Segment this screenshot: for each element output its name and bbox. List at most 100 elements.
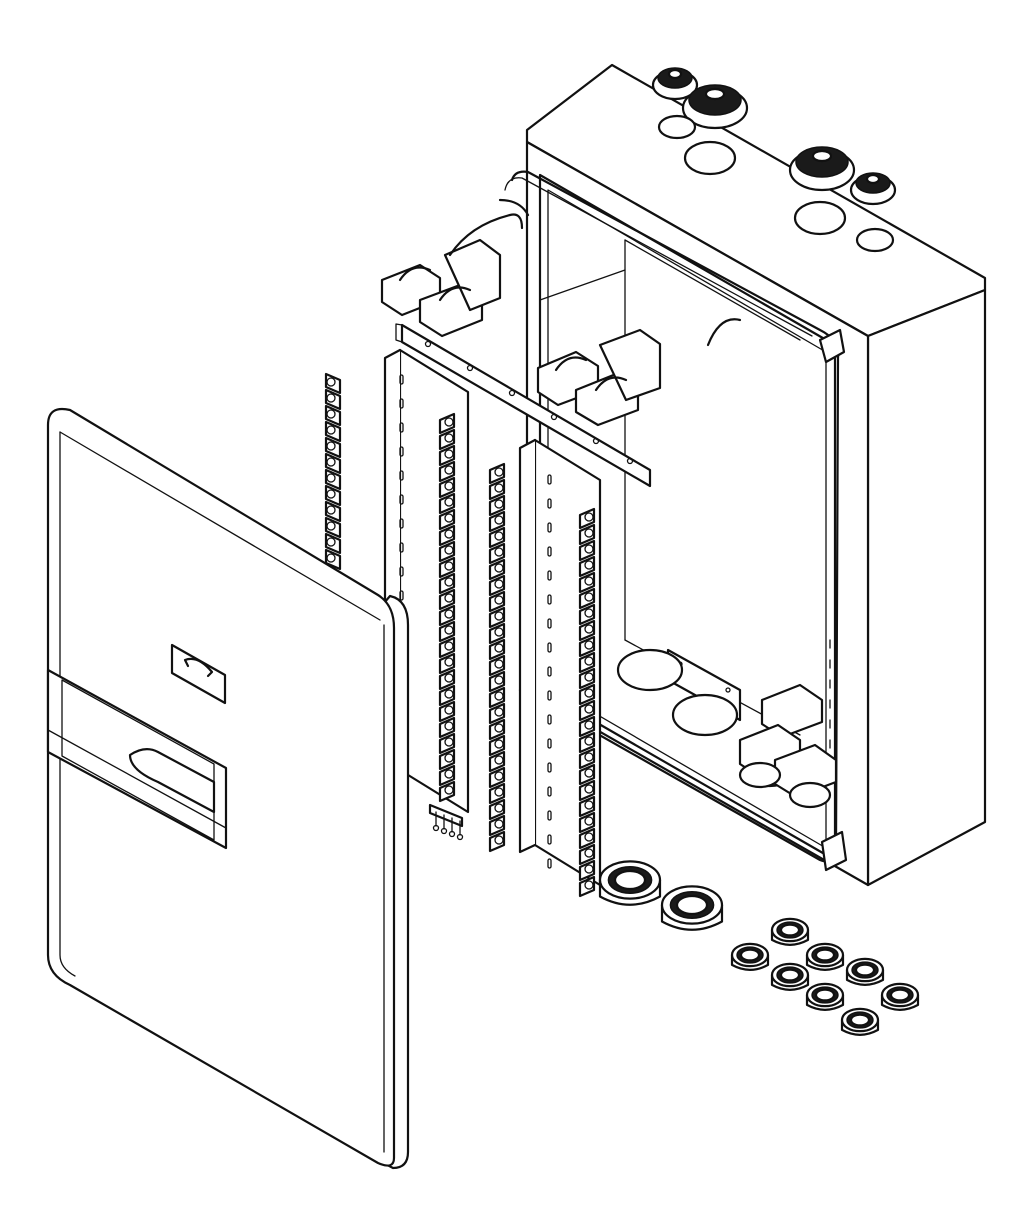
terminal-tab bbox=[578, 875, 596, 898]
terminal-tab bbox=[488, 606, 506, 629]
terminal-tab bbox=[438, 508, 456, 531]
terminal-tab bbox=[438, 668, 456, 691]
terminal-tab bbox=[488, 654, 506, 677]
terminal-tab bbox=[578, 507, 596, 530]
telephone-badge bbox=[170, 643, 227, 705]
strip-slot bbox=[399, 518, 404, 529]
terminal-tab bbox=[438, 732, 456, 755]
strip-slot bbox=[547, 786, 552, 797]
strip-slot bbox=[547, 858, 552, 869]
terminal-tab bbox=[324, 452, 342, 475]
strip-slot bbox=[399, 566, 404, 577]
strip-slot bbox=[547, 666, 552, 677]
cable-clamp-lower-right bbox=[738, 683, 838, 809]
terminal-tab bbox=[324, 468, 342, 491]
terminal-tab bbox=[488, 798, 506, 821]
terminal-tab bbox=[324, 404, 342, 427]
terminal-tab bbox=[578, 715, 596, 738]
terminal-connector-block bbox=[428, 803, 464, 841]
terminal-tab bbox=[488, 462, 506, 485]
terminal-tab bbox=[578, 731, 596, 754]
terminal-strip-back bbox=[324, 348, 470, 814]
strip-slot bbox=[399, 374, 404, 385]
strip-slot bbox=[547, 474, 552, 485]
terminal-tab bbox=[438, 540, 456, 563]
terminal-tab bbox=[578, 523, 596, 546]
terminal-tab bbox=[438, 620, 456, 643]
terminal-tab bbox=[488, 526, 506, 549]
terminal-tab bbox=[488, 718, 506, 741]
cable-grommet bbox=[730, 942, 770, 971]
terminal-tab bbox=[578, 699, 596, 722]
strip-slot bbox=[547, 618, 552, 629]
terminal-tab bbox=[488, 670, 506, 693]
cable-grommet bbox=[840, 1007, 880, 1036]
terminal-tab bbox=[324, 484, 342, 507]
cable-grommet bbox=[845, 957, 885, 986]
terminal-tab bbox=[578, 603, 596, 626]
cable-grommet bbox=[660, 885, 724, 931]
terminal-tab bbox=[488, 558, 506, 581]
terminal-tab bbox=[324, 420, 342, 443]
strip-slot bbox=[547, 570, 552, 581]
cable-gland bbox=[849, 172, 897, 206]
terminal-tab bbox=[488, 638, 506, 661]
terminal-tab bbox=[438, 492, 456, 515]
terminal-tab bbox=[578, 779, 596, 802]
terminal-tab bbox=[578, 763, 596, 786]
terminal-tab bbox=[488, 542, 506, 565]
terminal-strip-front bbox=[488, 438, 602, 898]
terminal-tab bbox=[438, 524, 456, 547]
strip-slot bbox=[399, 422, 404, 433]
terminal-tab bbox=[488, 622, 506, 645]
terminal-tab bbox=[488, 686, 506, 709]
terminal-tab bbox=[324, 436, 342, 459]
terminal-tab bbox=[578, 555, 596, 578]
terminal-tab bbox=[438, 780, 456, 803]
terminal-tab bbox=[578, 539, 596, 562]
cable-gland bbox=[651, 67, 699, 101]
terminal-tab bbox=[438, 700, 456, 723]
terminal-tab bbox=[438, 412, 456, 435]
strip-slot bbox=[399, 494, 404, 505]
terminal-tab bbox=[438, 636, 456, 659]
terminal-tab bbox=[578, 619, 596, 642]
terminal-tab bbox=[488, 478, 506, 501]
terminal-tab bbox=[324, 372, 342, 395]
strip-slot bbox=[547, 738, 552, 749]
strip-slot bbox=[547, 714, 552, 725]
strip-slot bbox=[399, 542, 404, 553]
terminal-tab bbox=[578, 795, 596, 818]
terminal-tab bbox=[438, 604, 456, 627]
strip-slot bbox=[399, 590, 404, 601]
terminal-tab bbox=[488, 766, 506, 789]
strip-slot bbox=[399, 398, 404, 409]
terminal-tab bbox=[488, 734, 506, 757]
terminal-tab bbox=[488, 814, 506, 837]
telephone-handset-icon bbox=[183, 657, 214, 678]
terminal-tab bbox=[488, 510, 506, 533]
terminal-tab bbox=[488, 830, 506, 853]
terminal-tab bbox=[578, 651, 596, 674]
terminal-tab bbox=[578, 827, 596, 850]
terminal-tab bbox=[438, 652, 456, 675]
terminal-tab bbox=[578, 667, 596, 690]
strip-slot bbox=[547, 546, 552, 557]
terminal-tab bbox=[488, 782, 506, 805]
terminal-tab bbox=[578, 635, 596, 658]
terminal-tab bbox=[324, 516, 342, 539]
strip-slot bbox=[547, 522, 552, 533]
terminal-tab bbox=[578, 843, 596, 866]
cable-grommet bbox=[880, 982, 920, 1011]
strip-slot bbox=[547, 594, 552, 605]
terminal-tab bbox=[488, 574, 506, 597]
terminal-tab bbox=[324, 500, 342, 523]
cable-grommet bbox=[598, 860, 662, 906]
strip-slot bbox=[399, 446, 404, 457]
cable-grommet bbox=[770, 917, 810, 946]
cable-gland bbox=[681, 84, 749, 130]
terminal-tab bbox=[578, 683, 596, 706]
loose-grommets bbox=[598, 860, 920, 1036]
terminal-tab bbox=[578, 747, 596, 770]
